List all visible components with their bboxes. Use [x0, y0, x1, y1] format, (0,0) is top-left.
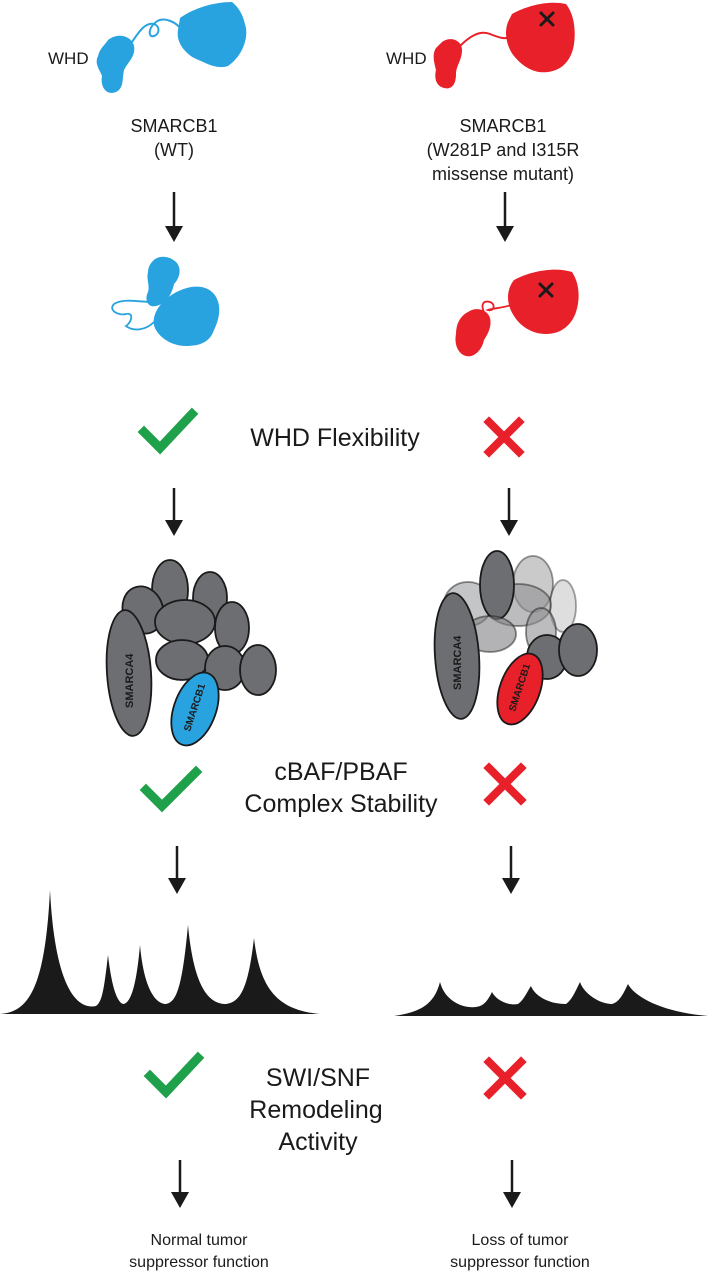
smarca4-label-right: SMARCA4 [452, 635, 464, 690]
mutant-folded-linker [481, 300, 515, 317]
wt-whd-domain [96, 35, 135, 93]
mutant-remodeling-trace [394, 982, 708, 1016]
smarcb1-subunit-right [496, 652, 544, 726]
mutant-folded-whd [455, 309, 491, 357]
outcome-right-line-2: suppressor function [450, 1254, 590, 1271]
wt-core-domain [177, 2, 247, 68]
mutant-protein-folded [455, 269, 579, 357]
smarca4-subunit-left [105, 609, 153, 737]
wt-folded-whd [146, 256, 180, 307]
wt-complex-subunit [239, 644, 277, 696]
wt-name-label: SMARCB1 [130, 116, 217, 136]
smarcb1-subunit-left [170, 671, 220, 747]
wt-complex-subunit [154, 599, 216, 645]
down-arrow-icon [503, 1160, 521, 1208]
outcome-left-line-2: suppressor function [129, 1254, 269, 1271]
cross-icon [483, 1056, 527, 1100]
mutant-complex [433, 550, 598, 726]
step-swi-line-1: SWI/SNF [266, 1064, 370, 1092]
check-icon [139, 765, 203, 813]
mutation-cross-icon [539, 11, 555, 27]
smarca4-label-left: SMARCA4 [124, 653, 136, 708]
step-whd-flexibility: WHD Flexibility [250, 424, 420, 452]
outcome-right-line-1: Loss of tumor [472, 1232, 570, 1249]
mutation-cross-icon [538, 282, 554, 298]
check-icon [143, 1051, 205, 1099]
step-swi-line-3: Activity [278, 1128, 358, 1156]
mutant-folded-core [508, 269, 579, 334]
mutant-whd-domain [433, 39, 462, 89]
mutant-core-domain [506, 2, 575, 73]
wt-folded-linker [111, 299, 155, 331]
outcome-left-line-1: Normal tumor [151, 1232, 249, 1249]
down-arrow-icon [165, 488, 183, 536]
down-arrow-icon [500, 488, 518, 536]
down-arrow-icon [168, 846, 186, 894]
wt-protein-extended [96, 2, 247, 93]
wt-remodeling-trace [0, 890, 320, 1014]
cross-icon [483, 762, 527, 806]
wt-variant-label: (WT) [154, 140, 194, 160]
down-arrow-icon [502, 846, 520, 894]
wt-linker [131, 18, 183, 43]
whd-label-left: WHD [48, 49, 89, 68]
mutant-name-label: SMARCB1 [459, 116, 546, 136]
down-arrow-icon [496, 192, 514, 242]
wt-folded-core [153, 286, 220, 346]
step-complex-line-1: cBAF/PBAF [274, 758, 407, 786]
down-arrow-icon [171, 1160, 189, 1208]
mutant-variant-label-2: missense mutant) [432, 164, 574, 184]
down-arrow-icon [165, 192, 183, 242]
wt-protein-folded [111, 256, 220, 346]
cross-icon [483, 416, 525, 458]
smarca4-subunit-right [433, 592, 481, 720]
wt-complex [105, 559, 277, 747]
step-complex-line-2: Complex Stability [244, 790, 438, 818]
mutant-complex-subunit [479, 550, 515, 620]
mutant-protein-extended [433, 2, 575, 89]
mutant-complex-subunit [558, 623, 598, 677]
check-icon [137, 407, 199, 455]
step-swi-line-2: Remodeling [249, 1096, 382, 1124]
mutant-linker [459, 31, 513, 47]
whd-label-right: WHD [386, 49, 427, 68]
mutant-variant-label-1: (W281P and I315R [427, 140, 580, 160]
